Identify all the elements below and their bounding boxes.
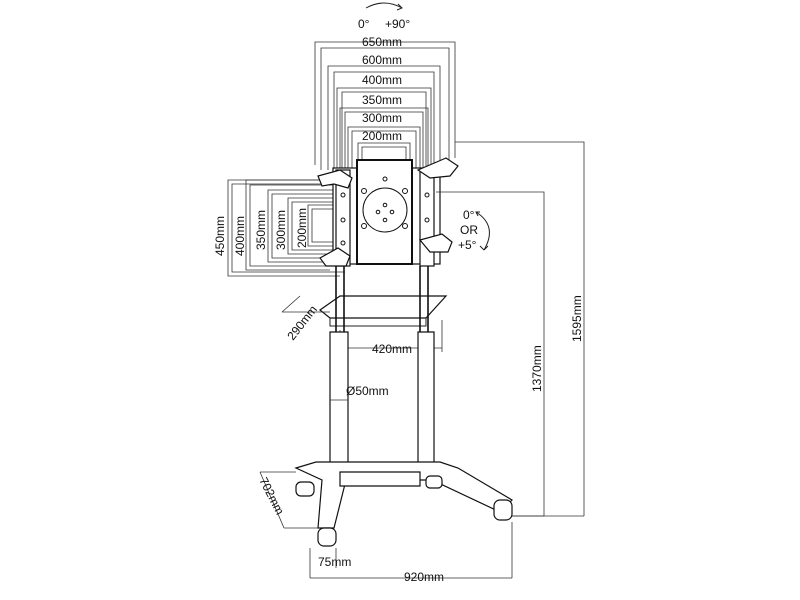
- caster-front-right-wheel: [493, 499, 513, 521]
- hook-top-right: [416, 157, 459, 179]
- vesa-height-brackets: 450mm 400mm 350mm 300mm 200mm: [213, 179, 347, 277]
- dim-702-line: [259, 471, 285, 529]
- caster-label: 75mm: [318, 555, 351, 569]
- arm-right-hole1: [424, 192, 430, 198]
- bracket-650: [314, 41, 456, 165]
- hook-top-left: [317, 169, 353, 189]
- column-right: [417, 331, 435, 471]
- rotation-arrowhead-top: [396, 3, 403, 11]
- shelf-depth-line2: [281, 295, 301, 313]
- bracket-h200-inner: [311, 208, 347, 243]
- height-label-400: 400mm: [233, 216, 247, 256]
- height-label-350: 350mm: [254, 210, 268, 250]
- height-label-450: 450mm: [213, 216, 227, 256]
- bracket-650-inner: [320, 47, 450, 170]
- tilt-side-or: OR: [460, 223, 478, 237]
- caster-back-right-wheel: [425, 475, 443, 489]
- mount-hole-top: [382, 176, 388, 182]
- caster-back-right: [425, 475, 443, 489]
- column-left: [329, 331, 349, 471]
- bracket-400-inner: [341, 91, 427, 180]
- caster-back-left: [295, 481, 315, 497]
- mount-center-disc: [362, 187, 408, 233]
- height-label-300: 300mm: [274, 210, 288, 250]
- tilt-top-zero: 0°: [358, 17, 370, 31]
- vesa-width-brackets: 650mm 600mm 400mm 350mm 300mm 200mm: [314, 35, 456, 185]
- bracket-200-inner: [361, 146, 407, 160]
- bracket-400: [336, 87, 432, 180]
- mount-hole-c2: [389, 209, 395, 215]
- bracket-200: [357, 142, 411, 160]
- rotation-arrow-top: [365, 2, 403, 9]
- caster-back-left-wheel: [295, 481, 315, 497]
- bracket-h200: [307, 204, 345, 247]
- columns: Ø50mm: [329, 266, 435, 471]
- width-label-350: 350mm: [362, 93, 402, 107]
- hook-bottom-right: [418, 233, 453, 253]
- width-label-650: 650mm: [362, 35, 402, 49]
- bracket-h400-inner: [249, 184, 334, 267]
- arm-right-hole2: [424, 217, 430, 223]
- mount-hole-c1: [375, 209, 381, 215]
- tilt-side-zero: 0°: [463, 208, 475, 222]
- bracket-350-inner: [344, 111, 424, 185]
- rotation-arrowhead-side-bottom: [479, 245, 489, 251]
- arm-left-hole3: [340, 240, 346, 246]
- height-1370-label: 1370mm: [530, 345, 544, 392]
- base-depth-label: 702mm: [256, 475, 287, 517]
- tilt-top-indicator: 0° +90°: [358, 2, 410, 31]
- arm-left-hole1: [340, 192, 346, 198]
- caster-front-left-wheel: [317, 527, 337, 547]
- tilt-side-indicator: 0° OR +5°: [458, 208, 490, 252]
- height-1595-label: 1595mm: [570, 295, 584, 342]
- base: [294, 461, 513, 547]
- height-label-200: 200mm: [295, 208, 309, 248]
- mount-hole-bl: [361, 223, 367, 229]
- dim-1595-bracket: [455, 141, 585, 516]
- arm-left-hole2: [340, 217, 346, 223]
- bracket-h350: [267, 189, 335, 263]
- bracket-600: [327, 65, 441, 170]
- base-crossbar: [339, 471, 421, 487]
- shelf-depth-label: 290mm: [284, 303, 320, 343]
- width-label-400: 400mm: [362, 73, 402, 87]
- width-label-200: 200mm: [362, 129, 402, 143]
- shelf-edge: [329, 318, 427, 327]
- shelf-top: [318, 295, 448, 319]
- hook-bottom-left: [319, 247, 351, 267]
- mount-hole-tl: [361, 188, 367, 194]
- mount-hole-br: [402, 223, 408, 229]
- bracket-350: [339, 107, 429, 185]
- caster-front-right: [493, 499, 513, 521]
- base-width-label: 920mm: [404, 570, 444, 584]
- caster-front-left: [317, 527, 337, 547]
- bracket-h400: [245, 179, 330, 271]
- mount-hole-c3: [382, 202, 388, 208]
- rotation-arrowhead-side-top: [475, 211, 480, 217]
- bracket-300-inner: [351, 130, 417, 170]
- vesa-mount: [317, 157, 459, 267]
- tilt-top-plus: +90°: [385, 17, 410, 31]
- bracket-h350-inner: [271, 193, 338, 259]
- bracket-h300: [287, 197, 340, 255]
- height-dimensions: 1370mm 1595mm: [436, 141, 585, 517]
- rotation-arrow-side: [475, 211, 490, 251]
- shelf-width-label: 420mm: [372, 342, 412, 356]
- mount-hole-c4: [382, 217, 388, 223]
- bracket-h300-inner: [291, 201, 343, 251]
- width-label-300: 300mm: [362, 111, 402, 125]
- tilt-side-plus: +5°: [458, 238, 477, 252]
- bracket-600-inner: [333, 71, 435, 175]
- bracket-300: [347, 126, 421, 170]
- mount-hole-tr: [402, 188, 408, 194]
- width-label-600: 600mm: [362, 53, 402, 67]
- bracket-h450-inner: [231, 183, 345, 273]
- column-diameter-label: Ø50mm: [346, 384, 389, 398]
